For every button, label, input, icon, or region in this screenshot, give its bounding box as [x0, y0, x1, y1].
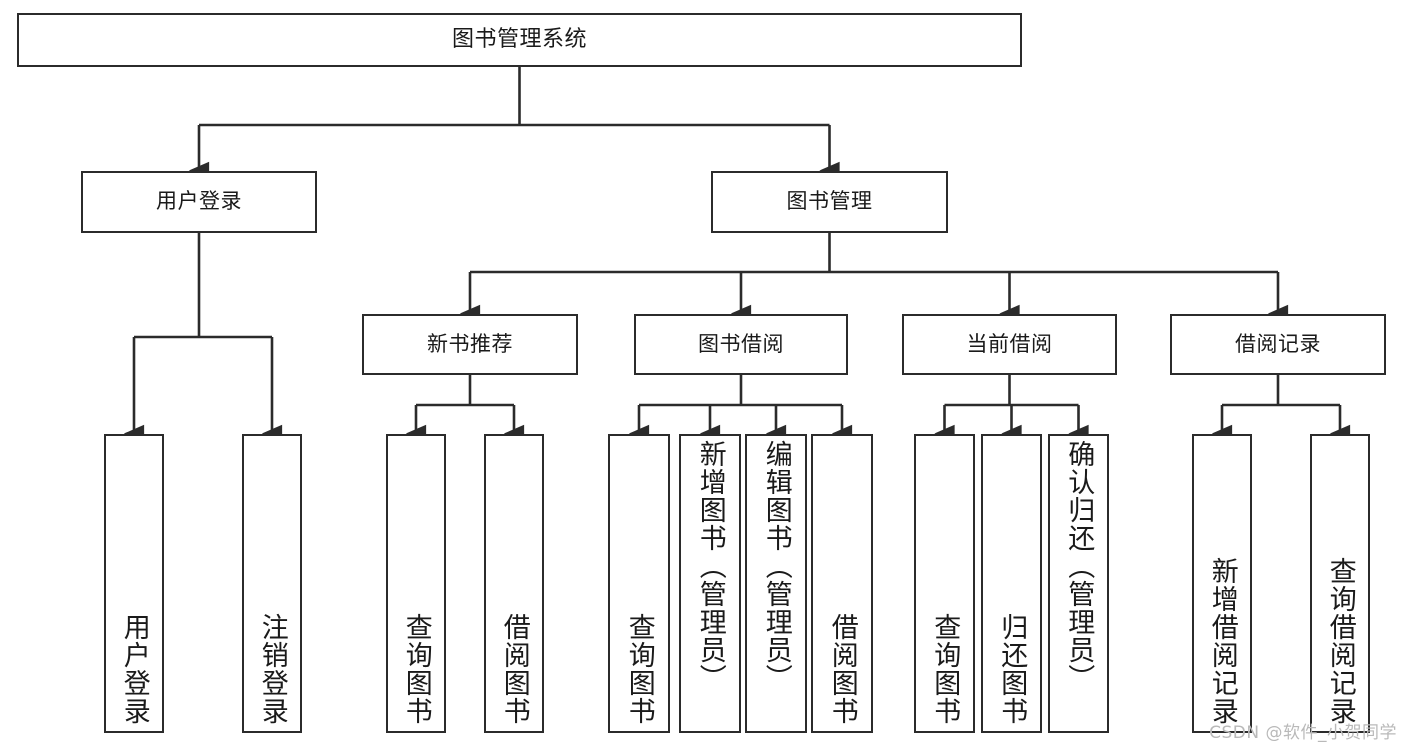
node-label: 归还图书 [996, 613, 1028, 725]
node-book-manage[interactable]: 图书管理 [711, 171, 948, 233]
node-leaf-query-book-3[interactable]: 查询图书 [914, 434, 975, 733]
node-leaf-add-book[interactable]: 新增图书（管理员） [679, 434, 741, 733]
watermark: CSDN @软件_小贺同学 [1209, 723, 1397, 743]
node-leaf-query-book-1[interactable]: 查询图书 [386, 434, 446, 733]
node-leaf-query-book-2[interactable]: 查询图书 [608, 434, 670, 733]
node-label: 图书管理系统 [451, 26, 587, 52]
node-leaf-user-logout[interactable]: 注销登录 [242, 434, 302, 733]
node-label: 新增借阅记录 [1206, 557, 1238, 725]
node-label: 注销登录 [256, 613, 288, 725]
node-label: 图书借阅 [698, 331, 784, 356]
node-new-book-rec[interactable]: 新书推荐 [362, 314, 578, 375]
node-leaf-edit-book[interactable]: 编辑图书（管理员） [745, 434, 807, 733]
node-label: 查询图书 [400, 613, 432, 725]
node-label: 借阅图书 [498, 613, 530, 725]
node-leaf-borrow-book-1[interactable]: 借阅图书 [484, 434, 544, 733]
node-leaf-add-record[interactable]: 新增借阅记录 [1192, 434, 1252, 733]
node-leaf-return-book[interactable]: 归还图书 [981, 434, 1042, 733]
node-leaf-borrow-book-2[interactable]: 借阅图书 [811, 434, 873, 733]
node-label: 新增图书（管理员） [694, 440, 726, 692]
node-current-loan[interactable]: 当前借阅 [902, 314, 1117, 375]
node-root[interactable]: 图书管理系统 [17, 13, 1022, 67]
node-leaf-user-login[interactable]: 用户登录 [104, 434, 164, 733]
node-leaf-confirm-return[interactable]: 确认归还（管理员） [1048, 434, 1109, 733]
node-label: 查询图书 [623, 613, 655, 725]
node-book-borrow[interactable]: 图书借阅 [634, 314, 848, 375]
node-label: 新书推荐 [427, 331, 513, 356]
node-label: 图书管理 [786, 189, 873, 214]
node-label: 用户登录 [156, 189, 242, 214]
node-user-login[interactable]: 用户登录 [81, 171, 317, 233]
node-loan-record[interactable]: 借阅记录 [1170, 314, 1386, 375]
node-label: 借阅记录 [1235, 331, 1321, 356]
node-label: 借阅图书 [826, 613, 858, 725]
node-label: 当前借阅 [966, 331, 1053, 356]
node-label: 用户登录 [118, 613, 150, 725]
node-label: 确认归还（管理员） [1063, 440, 1095, 692]
node-leaf-query-record[interactable]: 查询借阅记录 [1310, 434, 1370, 733]
node-label: 查询借阅记录 [1324, 557, 1356, 725]
node-label: 查询图书 [929, 613, 961, 725]
node-label: 编辑图书（管理员） [760, 440, 792, 692]
